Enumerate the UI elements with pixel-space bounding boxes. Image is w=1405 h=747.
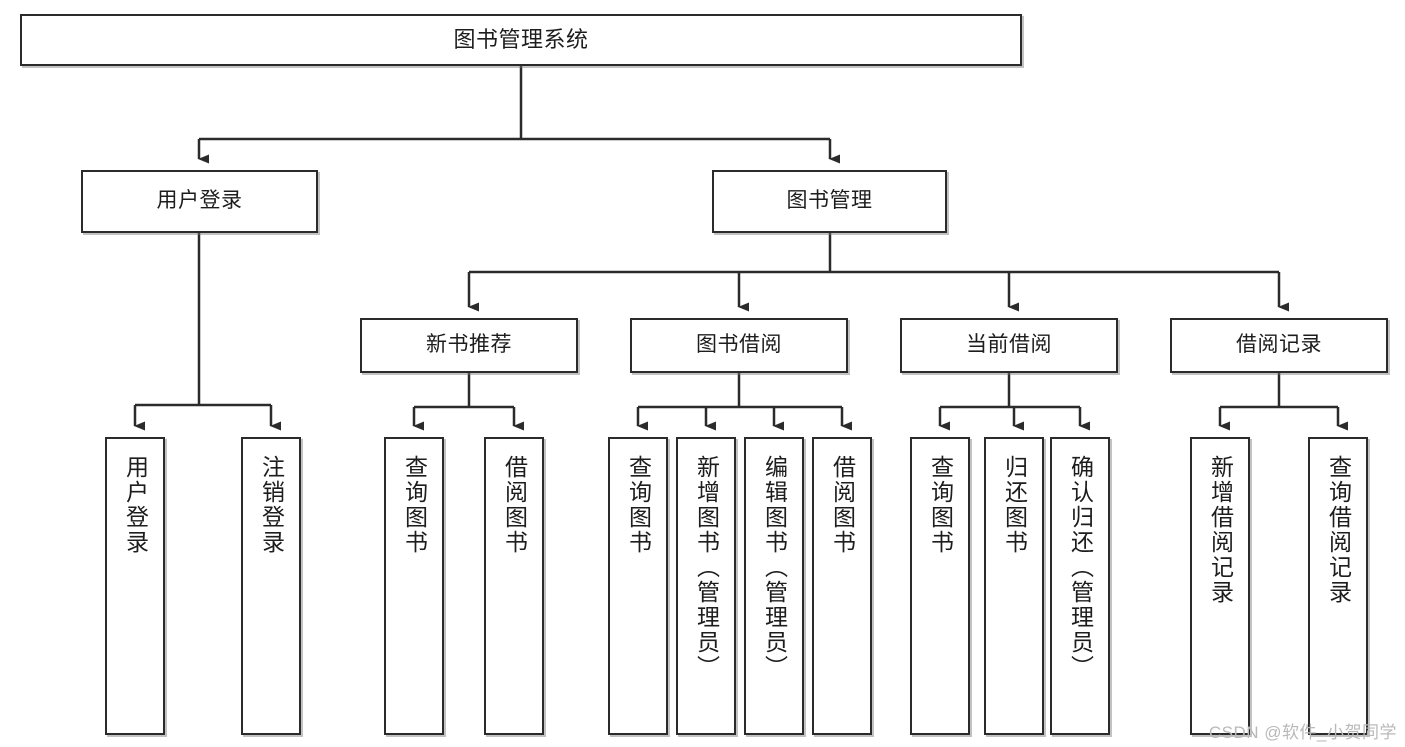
node-leaf-query-record-label: 查询借阅记录 [1325,455,1352,605]
node-new-book-rec[interactable]: 新书推荐 [360,318,578,373]
node-book-manage-label: 图书管理 [786,189,873,213]
node-leaf-query-book-1[interactable]: 查询图书 [384,437,444,735]
node-leaf-add-record[interactable]: 新增借阅记录 [1190,437,1250,735]
node-root[interactable]: 图书管理系统 [20,14,1022,66]
node-leaf-edit-book[interactable]: 编辑图书（管理员） [744,437,804,735]
node-leaf-borrow-book-2-label: 借阅图书 [829,455,856,555]
node-leaf-edit-book-label: 编辑图书（管理员） [761,455,788,680]
node-leaf-borrow-book-1-label: 借阅图书 [501,455,528,555]
node-leaf-query-book-1-label: 查询图书 [401,455,428,555]
node-user-login-label: 用户登录 [156,189,243,213]
node-leaf-query-book-3-label: 查询图书 [927,455,954,555]
node-book-manage[interactable]: 图书管理 [712,170,947,233]
node-leaf-query-record[interactable]: 查询借阅记录 [1308,437,1368,735]
node-leaf-borrow-book-1[interactable]: 借阅图书 [484,437,544,735]
node-leaf-add-record-label: 新增借阅记录 [1207,455,1234,605]
node-leaf-add-book-label: 新增图书（管理员） [693,455,720,680]
node-leaf-add-book[interactable]: 新增图书（管理员） [676,437,736,735]
watermark: CSDN @软件_小贺同学 [1208,723,1397,742]
node-new-book-rec-label: 新书推荐 [426,333,512,357]
node-leaf-user-login[interactable]: 用户登录 [105,437,165,735]
node-book-borrow-label: 图书借阅 [696,333,782,357]
node-leaf-logout-label: 注销登录 [258,455,285,555]
node-current-borrow[interactable]: 当前借阅 [900,318,1118,373]
node-leaf-query-book-2[interactable]: 查询图书 [608,437,668,735]
node-borrow-record-label: 借阅记录 [1236,333,1322,357]
node-leaf-query-book-3[interactable]: 查询图书 [910,437,970,735]
node-leaf-borrow-book-2[interactable]: 借阅图书 [812,437,872,735]
node-borrow-record[interactable]: 借阅记录 [1170,318,1388,373]
node-leaf-return-book-label: 归还图书 [1001,455,1028,555]
node-leaf-logout[interactable]: 注销登录 [241,437,301,735]
node-leaf-query-book-2-label: 查询图书 [625,455,652,555]
node-leaf-return-book[interactable]: 归还图书 [984,437,1044,735]
node-leaf-confirm-return-label: 确认归还（管理员） [1067,455,1094,680]
node-root-label: 图书管理系统 [453,27,589,53]
node-leaf-user-login-label: 用户登录 [122,455,149,555]
node-user-login[interactable]: 用户登录 [81,170,318,233]
node-book-borrow[interactable]: 图书借阅 [630,318,848,373]
node-leaf-confirm-return[interactable]: 确认归还（管理员） [1050,437,1110,735]
node-current-borrow-label: 当前借阅 [966,333,1052,357]
